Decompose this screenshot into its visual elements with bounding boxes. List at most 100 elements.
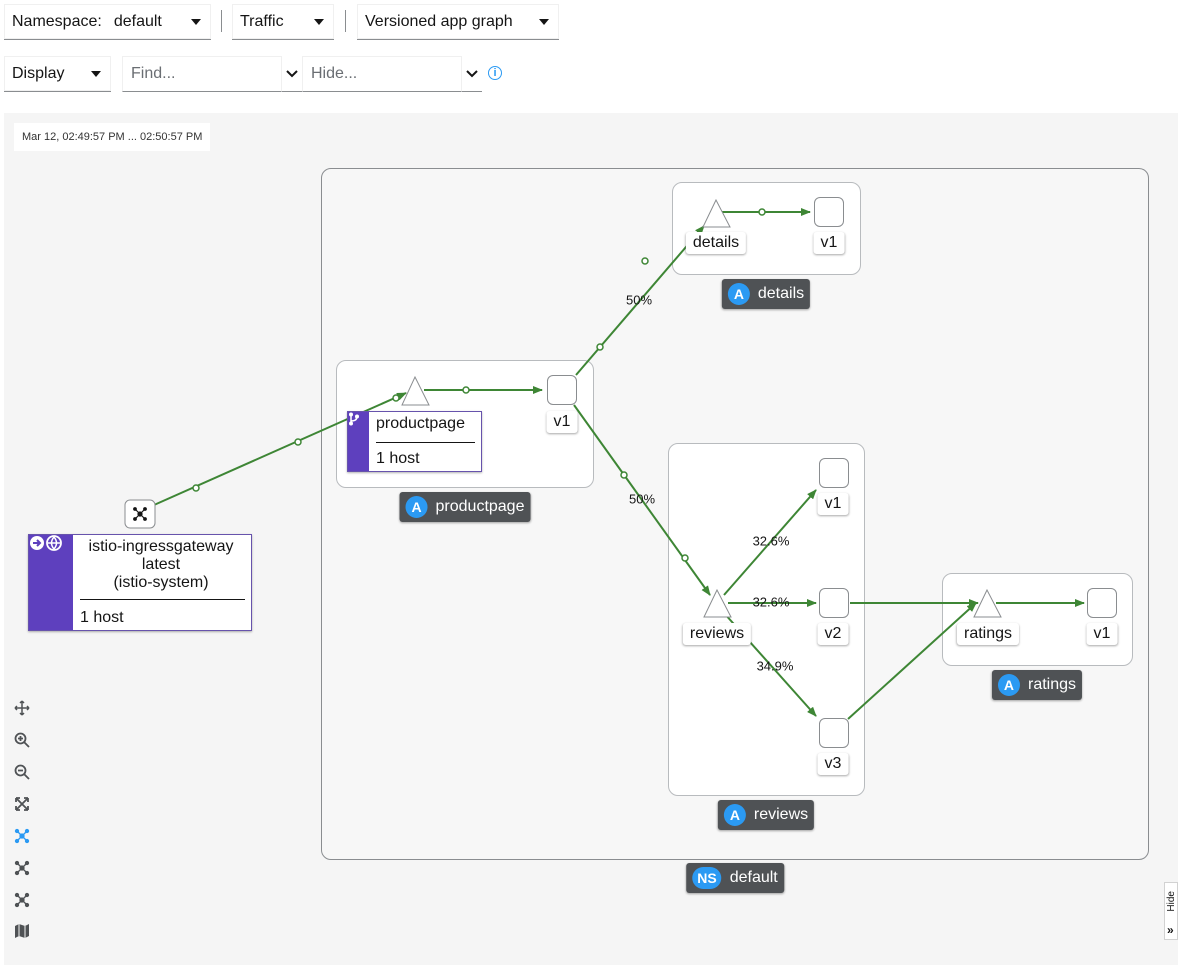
node-label-ratings-service[interactable]: ratings [956, 623, 1020, 645]
graph-canvas[interactable]: Mar 12, 02:49:57 PM ... 02:50:57 PM [4, 113, 1178, 965]
node-label-ratings-v1[interactable]: v1 [1086, 623, 1118, 645]
namespace-dropdown[interactable]: Namespace: default [4, 4, 211, 40]
display-label: Display [12, 64, 65, 82]
edge-label-reviews-v2: 32.6% [752, 594, 790, 610]
move-icon [14, 700, 30, 716]
app-pill: A [405, 496, 428, 518]
double-chevron-right-icon: » [1167, 923, 1174, 937]
layout-default-button[interactable] [14, 828, 42, 856]
gateway-line2: latest [141, 556, 181, 573]
namespace-badge-default[interactable]: NS default [686, 863, 784, 893]
card-stripe [348, 412, 369, 471]
app-badge-name: productpage [435, 498, 525, 515]
time-range-label: Mar 12, 02:49:57 PM ... 02:50:57 PM [14, 123, 211, 151]
node-label-details-v1[interactable]: v1 [813, 232, 845, 254]
topology-icon [14, 828, 30, 844]
hide-tab-label: Hide [1166, 891, 1177, 912]
card-divider [376, 442, 475, 443]
app-pill: A [997, 674, 1020, 696]
zoom-out-button[interactable] [14, 764, 42, 792]
hide-history-toggle[interactable] [462, 56, 482, 92]
expand-icon [15, 797, 29, 811]
display-dropdown[interactable]: Display [4, 56, 111, 92]
chevron-down-icon [286, 69, 298, 77]
service-node-ratings[interactable] [973, 588, 1002, 618]
service-node-details[interactable] [702, 198, 731, 228]
card-stripe [29, 535, 73, 630]
info-icon[interactable]: i [488, 66, 502, 80]
toolbar-divider [221, 10, 222, 32]
workload-node-ratings-v1[interactable] [1087, 588, 1117, 618]
workload-node-reviews-v2[interactable] [819, 588, 849, 618]
hide-panel-tab[interactable]: Hide » [1164, 882, 1178, 940]
edge-v3-ratings[interactable] [847, 602, 977, 720]
app-badge-name: details [757, 285, 805, 302]
graph-type-label: Versioned app graph [365, 12, 513, 30]
workload-node-reviews-v3[interactable] [819, 718, 849, 748]
edge-label-reviews: 50% [628, 491, 656, 507]
workload-node-productpage-v1[interactable] [547, 375, 577, 405]
edge-label-reviews-v3: 34.9% [756, 658, 794, 674]
gateway-line1: istio-ingressgateway [88, 538, 234, 555]
map-icon [15, 924, 29, 938]
gateway-line3: (istio-system) [113, 574, 209, 591]
app-pill: A [723, 804, 746, 826]
chevron-down-icon [466, 69, 478, 77]
service-node-reviews[interactable] [703, 588, 732, 618]
fit-to-screen-button[interactable] [14, 796, 42, 824]
card-divider [80, 599, 245, 600]
hide-input[interactable] [302, 56, 462, 92]
legend-button[interactable] [14, 924, 42, 952]
topology-icon [14, 860, 30, 876]
node-label-reviews-v3[interactable]: v3 [817, 753, 849, 775]
node-label-reviews-service[interactable]: reviews [682, 623, 752, 645]
caret-down-icon [191, 18, 201, 25]
find-history-toggle[interactable] [282, 56, 302, 92]
edge-productpage-details[interactable] [575, 225, 705, 376]
pan-button[interactable] [14, 700, 42, 728]
edge-label-reviews-v1: 32.6% [752, 533, 790, 549]
productpage-service-card[interactable]: productpage 1 host [347, 411, 482, 472]
edge-reviews-v1[interactable] [723, 489, 817, 596]
traffic-dropdown[interactable]: Traffic [232, 4, 334, 40]
graph-type-dropdown[interactable]: Versioned app graph [357, 4, 559, 40]
node-label-details-service[interactable]: details [685, 232, 747, 254]
namespace-label: Namespace: [12, 12, 102, 30]
node-label-reviews-v2[interactable]: v2 [817, 623, 849, 645]
layout-1-button[interactable] [14, 860, 42, 888]
card-hosts: 1 host [376, 450, 420, 467]
edge-productpage-reviews[interactable] [573, 404, 711, 596]
topology-icon [133, 507, 147, 521]
branch-icon [349, 412, 359, 426]
namespace-pill: NS [692, 867, 722, 889]
zoom-in-icon [14, 732, 30, 748]
app-badge-name: ratings [1027, 676, 1077, 693]
app-badge-details[interactable]: A details [721, 279, 811, 309]
service-node-productpage[interactable] [401, 375, 430, 406]
caret-down-icon [539, 18, 549, 25]
workload-node-details-v1[interactable] [814, 197, 844, 227]
namespace-value: default [113, 12, 162, 30]
topology-icon [14, 892, 30, 908]
find-input[interactable] [122, 56, 282, 92]
card-service-name: productpage [376, 415, 465, 432]
node-label-productpage-v1[interactable]: v1 [546, 411, 578, 433]
zoom-out-icon [14, 764, 30, 780]
node-label-reviews-v1[interactable]: v1 [817, 493, 849, 515]
layout-2-button[interactable] [14, 892, 42, 920]
traffic-label: Traffic [240, 12, 284, 30]
app-badge-reviews[interactable]: A reviews [717, 800, 815, 830]
caret-down-icon [314, 18, 324, 25]
namespace-badge-name: default [729, 869, 778, 886]
app-badge-name: reviews [753, 806, 809, 823]
edge-label-details: 50% [625, 292, 653, 308]
workload-node-reviews-v1[interactable] [819, 458, 849, 488]
caret-down-icon [91, 70, 101, 77]
app-badge-productpage[interactable]: A productpage [399, 492, 531, 522]
gateway-card[interactable]: istio-ingressgateway latest (istio-syste… [28, 534, 252, 631]
zoom-in-button[interactable] [14, 732, 42, 760]
app-pill: A [727, 283, 750, 305]
app-badge-ratings[interactable]: A ratings [991, 670, 1083, 700]
ingress-icon [30, 535, 62, 551]
toolbar-divider [345, 10, 346, 32]
